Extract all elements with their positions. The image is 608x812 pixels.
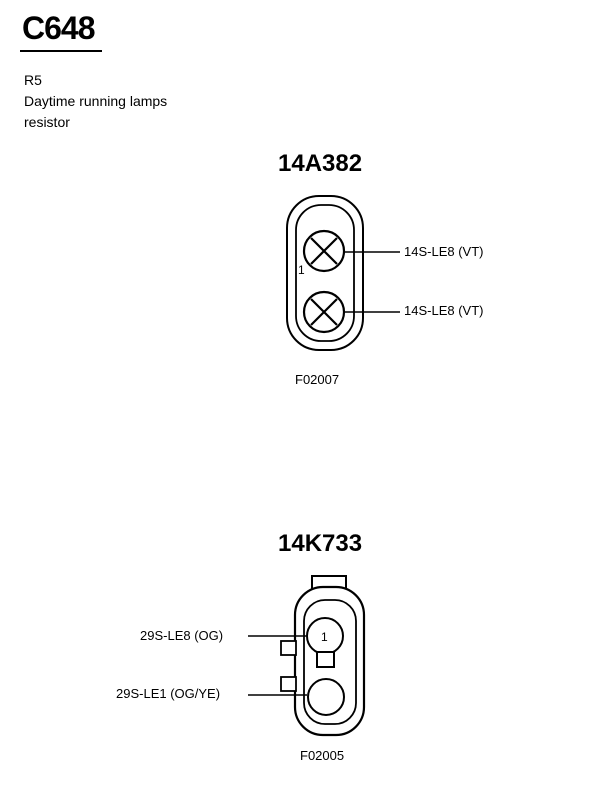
- connector-b-wire-label-1: 29S-LE8 (OG): [140, 628, 224, 643]
- connector-a-wire-label-2: 14S-LE8 (VT): [404, 303, 484, 318]
- connector-a-pin-2: [302, 290, 346, 334]
- description-line-1: R5: [24, 72, 42, 88]
- connector-a-inner-housing: [295, 204, 355, 342]
- connector-b-pin-2: [307, 678, 345, 716]
- connector-b-face: [248, 575, 366, 737]
- title-underline: [20, 50, 102, 52]
- connector-b-pin-1-key: [316, 651, 335, 668]
- connector-b-side-key-2: [280, 676, 297, 692]
- connector-a-pin-number: 1: [298, 263, 305, 277]
- connector-b-wire-label-2: 29S-LE1 (OG/YE): [116, 686, 221, 701]
- connector-a-outer-housing: [286, 195, 364, 351]
- connector-a-part-number: 14A382: [278, 150, 363, 177]
- connector-a-pin-1: [302, 229, 346, 273]
- description-line-3: resistor: [24, 114, 70, 130]
- connector-b-inner-housing: [303, 599, 357, 725]
- connector-a-face: [286, 195, 400, 351]
- description-line-2: Daytime running lamps: [24, 93, 168, 109]
- connector-b-side-key-1: [280, 640, 297, 656]
- connector-b-pin-number: 1: [321, 630, 328, 644]
- component-description: R5 Daytime running lamps resistor: [24, 70, 167, 133]
- connector-a-wire-label-1: 14S-LE8 (VT): [404, 244, 484, 259]
- connector-id-title: C648: [22, 10, 95, 46]
- connector-b-part-number: 14K733: [278, 530, 363, 557]
- connector-b-figure-code: F02005: [300, 748, 345, 763]
- connector-a-figure-code: F02007: [295, 372, 340, 387]
